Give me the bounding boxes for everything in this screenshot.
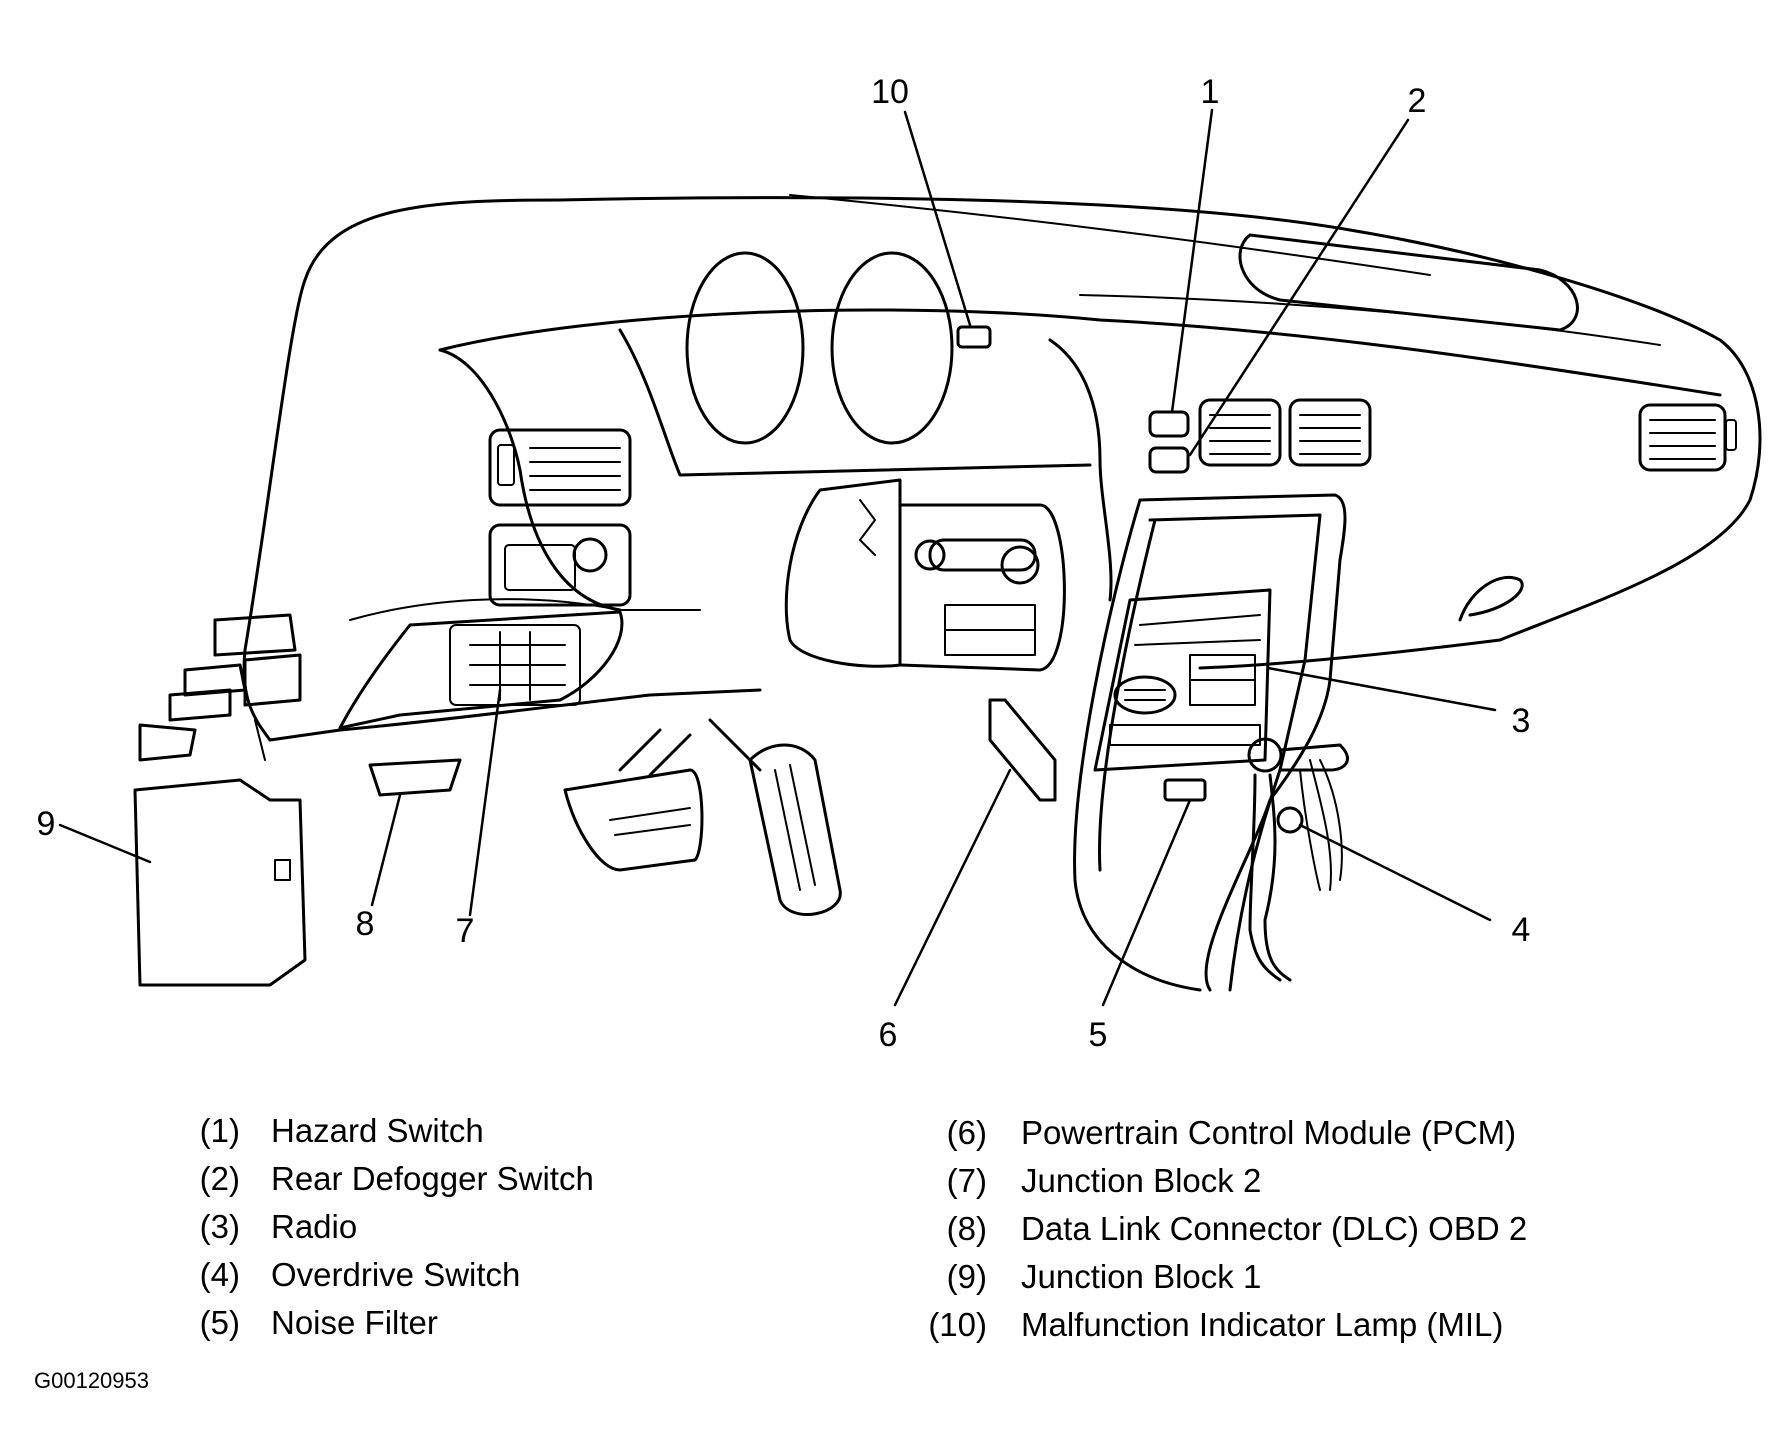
leader-1 [1170, 108, 1214, 414]
legend-num-1: (1) [200, 1112, 240, 1149]
legend-label-2: Rear Defogger Switch [271, 1160, 594, 1197]
hazard-switch-shape [1148, 410, 1190, 438]
legend-label-7: Junction Block 2 [1021, 1162, 1261, 1199]
dash-left-lower [268, 688, 762, 742]
junction-block-2-shape [449, 624, 581, 706]
light-switch-knob [572, 537, 608, 573]
defroster-vent [1238, 233, 1579, 332]
overdrive-switch-shape [1276, 806, 1304, 834]
dash-surface-line [438, 308, 1722, 397]
legend-num-6: (6) [947, 1114, 987, 1151]
leader-lines [58, 108, 1497, 1007]
cluster-bezel [438, 348, 622, 612]
leader-9 [58, 823, 152, 864]
leader-4 [1298, 823, 1492, 922]
legend-num-5: (5) [200, 1304, 240, 1341]
cluster-right-edge [1048, 338, 1113, 602]
junction-block-1-shape [133, 613, 307, 987]
legend-label-6: Powertrain Control Module (PCM) [1021, 1114, 1516, 1151]
fuse-grid [469, 631, 566, 701]
lower-left-panel [338, 610, 624, 730]
shifter-shape [1247, 737, 1349, 982]
steering-column-shape [784, 478, 1066, 672]
legend: (1) Hazard Switch (2) Rear Defogger Swit… [200, 1112, 1528, 1343]
gauge-right [830, 251, 954, 445]
dlc-connector-shape [368, 758, 462, 797]
console-left-rail-inner [1098, 518, 1157, 872]
callout-6: 6 [879, 1016, 898, 1054]
leader-3 [1266, 666, 1497, 712]
legend-left-column: (1) Hazard Switch (2) Rear Defogger Swit… [200, 1112, 594, 1341]
callout-4: 4 [1512, 911, 1531, 949]
legend-label-10: Malfunction Indicator Lamp (MIL) [1021, 1306, 1503, 1343]
dash-crease-line [789, 194, 1431, 276]
leader-10 [903, 110, 972, 327]
legend-label-4: Overdrive Switch [271, 1256, 520, 1293]
pcm-shape [988, 698, 1057, 802]
callout-2: 2 [1408, 82, 1427, 120]
figure-id: G00120953 [34, 1368, 149, 1393]
gauge-left [685, 251, 805, 445]
cluster-inner-edge [618, 328, 1092, 477]
center-console-inner [1148, 513, 1322, 992]
left-vent-louvers [497, 444, 621, 491]
leader-6 [893, 768, 1012, 1007]
legend-num-2: (2) [200, 1160, 240, 1197]
leader-8 [370, 793, 402, 907]
legend-num-9: (9) [947, 1258, 987, 1295]
dashboard-illustration [133, 194, 1762, 992]
leader-7 [468, 688, 502, 917]
legend-num-7: (7) [947, 1162, 987, 1199]
left-air-vent [488, 428, 632, 507]
legend-label-1: Hazard Switch [271, 1112, 484, 1149]
accelerator-pedal-shape [708, 718, 842, 916]
console-left-rail [1073, 498, 1202, 992]
legend-num-4: (4) [200, 1256, 240, 1293]
brake-pedal-shape [563, 728, 704, 872]
callout-1: 1 [1201, 73, 1220, 111]
legend-label-9: Junction Block 1 [1021, 1258, 1261, 1295]
callout-numbers: 1 2 3 4 5 6 7 8 9 10 [37, 73, 1531, 1054]
callout-8: 8 [356, 905, 375, 943]
dash-left-end [242, 278, 307, 742]
legend-label-5: Noise Filter [271, 1304, 438, 1341]
noise-filter-shape [1163, 778, 1207, 802]
leader-2 [1188, 118, 1410, 457]
callout-7: 7 [456, 912, 475, 950]
radio-shape [1093, 588, 1272, 772]
light-switch-slot [504, 544, 576, 591]
glovebox-latch [1458, 575, 1524, 622]
legend-num-8: (8) [947, 1210, 987, 1247]
leader-5 [1101, 798, 1192, 1007]
legend-num-3: (3) [200, 1208, 240, 1245]
center-vents [1198, 398, 1372, 467]
callout-3: 3 [1512, 702, 1531, 740]
light-switch-panel [488, 523, 632, 607]
center-console-outer [1138, 493, 1347, 992]
dash-top-outline [303, 196, 1762, 670]
callout-9: 9 [37, 805, 56, 843]
mil-lamp-shape [956, 325, 992, 349]
callout-10: 10 [871, 73, 909, 111]
legend-num-10: (10) [928, 1306, 987, 1343]
legend-label-3: Radio [271, 1208, 357, 1245]
right-air-vent [1638, 403, 1737, 472]
rear-defogger-switch-shape [1148, 446, 1190, 474]
legend-right-column: (6) Powertrain Control Module (PCM) (7) … [928, 1114, 1527, 1343]
callout-5: 5 [1089, 1016, 1108, 1054]
legend-label-8: Data Link Connector (DLC) OBD 2 [1021, 1210, 1527, 1247]
